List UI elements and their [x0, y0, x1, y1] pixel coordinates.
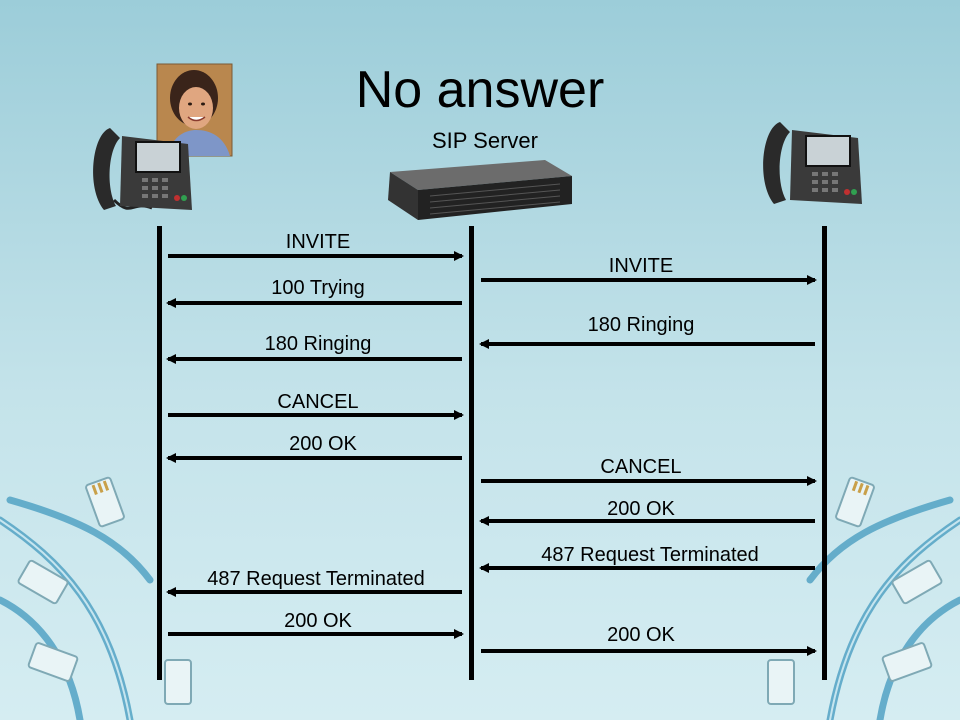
server-lifeline — [469, 226, 474, 680]
message-label: 180 Ringing — [264, 333, 372, 355]
message-label: 200 OK — [607, 624, 675, 646]
message-label: CANCEL — [600, 456, 682, 478]
message-label: 100 Trying — [271, 277, 365, 299]
callee-lifeline — [822, 226, 827, 680]
message-label: INVITE — [285, 231, 351, 253]
page-title: No answer — [355, 61, 605, 119]
message-label: CANCEL — [277, 391, 359, 413]
message-label: 487 Request Terminated — [541, 544, 759, 566]
message-label: 487 Request Terminated — [207, 568, 425, 590]
server-label: SIP Server — [432, 128, 538, 153]
message-label: 200 OK — [289, 433, 357, 455]
caller-lifeline — [157, 226, 162, 680]
message-label: 200 OK — [284, 610, 352, 632]
message-label: INVITE — [608, 255, 674, 277]
message-label: 180 Ringing — [587, 314, 695, 336]
message-label: 200 OK — [607, 498, 675, 520]
